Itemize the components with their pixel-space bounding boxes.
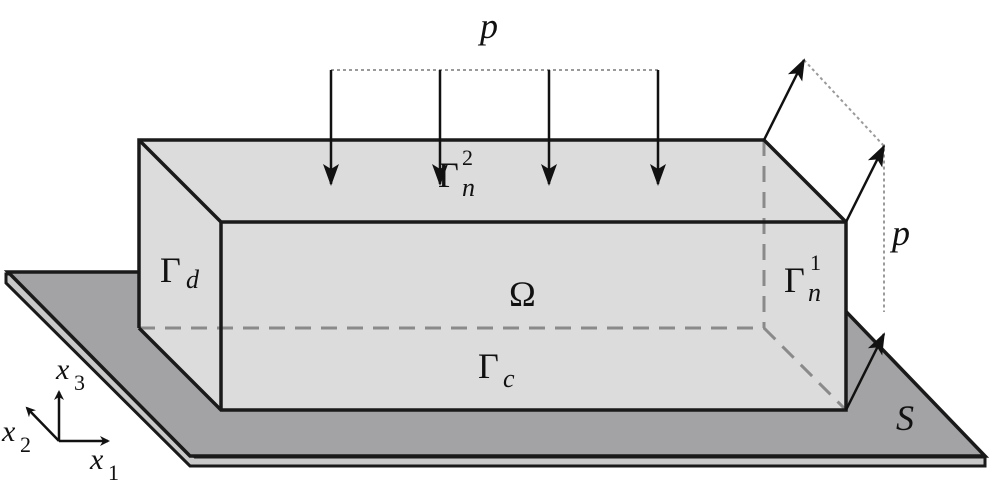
svg-text:n: n xyxy=(808,278,821,307)
axis-x1-label: x 1 xyxy=(89,443,119,485)
label-contact: Γ c xyxy=(478,346,515,393)
body-box xyxy=(137,138,848,412)
side-load-arrow xyxy=(844,144,886,223)
face-left xyxy=(139,140,221,410)
side-load-arrow xyxy=(762,58,806,141)
svg-text:Γ: Γ xyxy=(784,260,805,300)
svg-text:c: c xyxy=(503,364,515,393)
label-neumann-1: Γ 1 n xyxy=(784,250,821,307)
axis-x2-arrow xyxy=(25,406,60,442)
svg-text:2: 2 xyxy=(20,432,31,457)
face-front xyxy=(221,222,846,410)
svg-text:3: 3 xyxy=(74,370,85,395)
side-load-guide xyxy=(803,59,885,312)
svg-text:x: x xyxy=(55,353,70,386)
axis-x2-label: x 2 xyxy=(1,415,31,457)
label-load-top: p xyxy=(477,6,498,46)
svg-text:x: x xyxy=(89,443,104,476)
side-load xyxy=(762,58,886,411)
coordinate-axes: x 1 x 2 x 3 xyxy=(1,353,119,485)
svg-text:1: 1 xyxy=(810,250,821,275)
label-neumann-2: Γ 2 n xyxy=(438,145,475,202)
axis-x3-label: x 3 xyxy=(55,353,85,395)
svg-text:Γ: Γ xyxy=(438,155,459,195)
hidden-edges xyxy=(139,140,848,412)
svg-text:1: 1 xyxy=(108,460,119,485)
svg-text:Γ: Γ xyxy=(478,346,499,386)
face-top xyxy=(139,140,846,222)
svg-text:2: 2 xyxy=(462,145,473,170)
top-load xyxy=(323,69,666,186)
svg-text:d: d xyxy=(186,265,200,294)
top-load-arrows xyxy=(323,70,666,186)
svg-text:x: x xyxy=(1,415,16,448)
label-domain-omega: Ω xyxy=(509,274,536,314)
svg-text:n: n xyxy=(462,173,475,202)
hidden-edge-diagonal xyxy=(762,326,848,412)
side-load-arrow xyxy=(844,332,886,411)
label-foundation: S xyxy=(896,398,914,438)
svg-text:Γ: Γ xyxy=(160,250,181,290)
side-load-arrows xyxy=(762,58,886,411)
label-load-side: p xyxy=(889,213,910,253)
label-dirichlet: Γ d xyxy=(160,250,200,294)
